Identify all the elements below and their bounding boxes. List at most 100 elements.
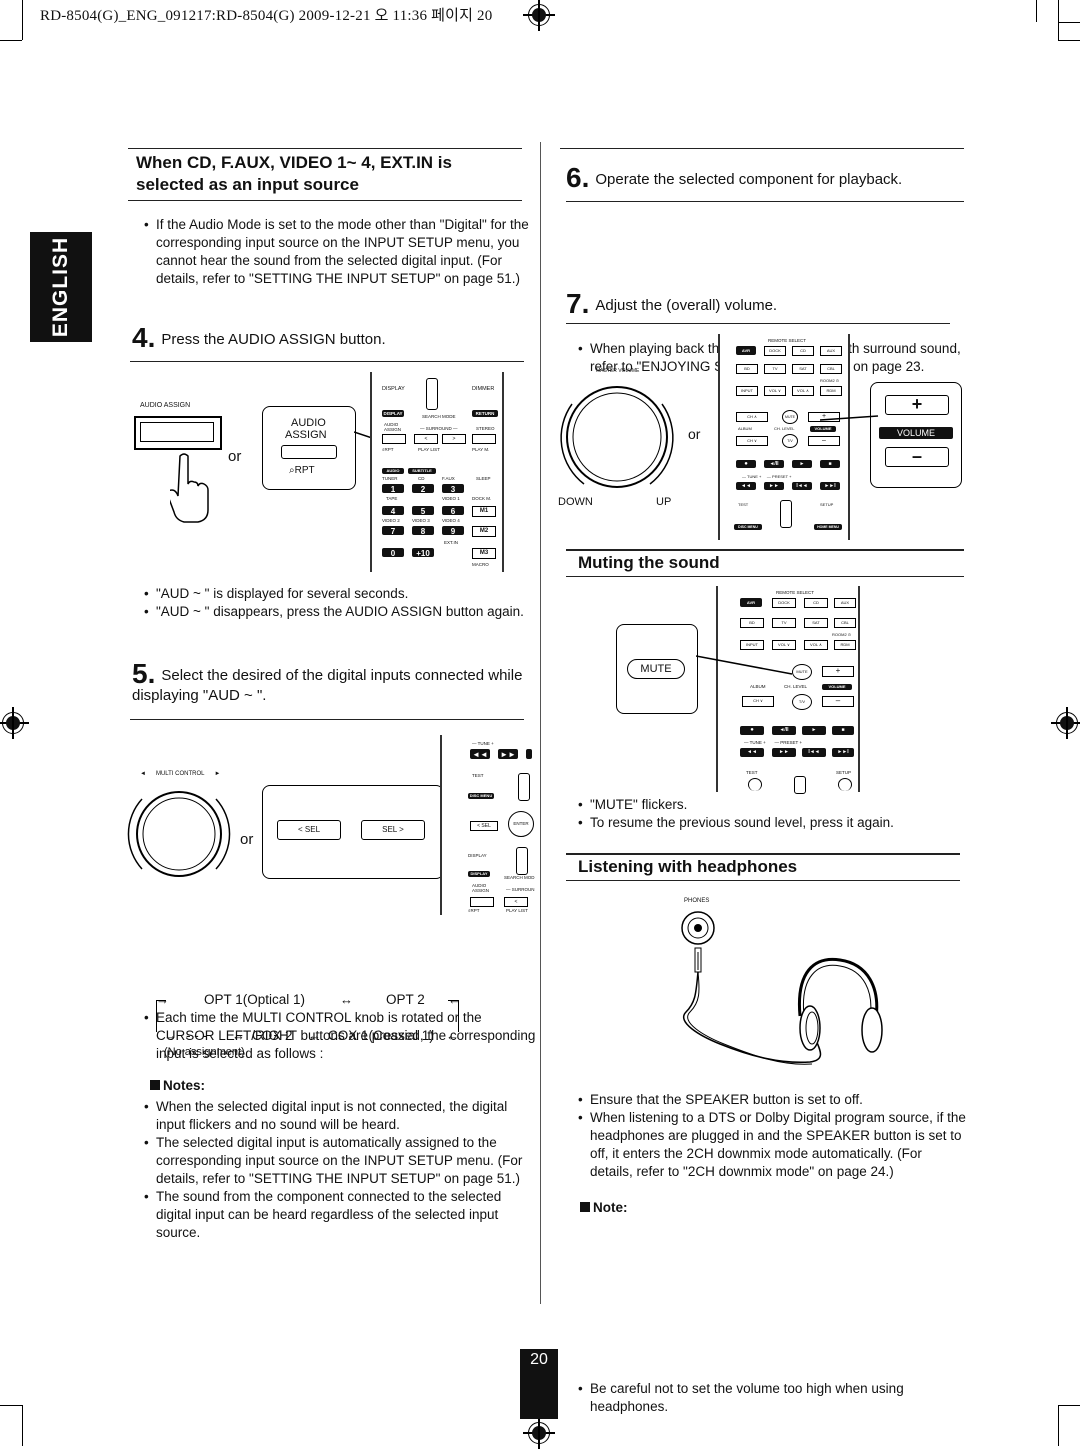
step-5: 5.Select the desired of the digital inpu… (132, 660, 524, 706)
callout-button (281, 445, 337, 459)
callout-audio: AUDIO (291, 417, 326, 429)
note-square-icon (580, 1202, 590, 1212)
crop-mark (22, 1405, 23, 1446)
cycle-none: - - - (186, 1028, 207, 1043)
language-tab: ENGLISH (30, 232, 92, 342)
crop-mark (1058, 1405, 1059, 1446)
section-rule (566, 880, 960, 881)
note-item: The sound from the component connected t… (144, 1188, 530, 1242)
aud-bullets: "AUD ~ " is displayed for several second… (144, 585, 528, 621)
step-rule (566, 201, 964, 202)
step-number: 4. (132, 322, 156, 353)
step-6: 6. Operate the selected component for pla… (566, 162, 966, 194)
notes-list: When the selected digital input is not c… (144, 1098, 530, 1242)
remote-control-section: — TUNE + ◄◄ ►► TEST DISC MENU < SEL ENTE… (440, 735, 535, 915)
note-item: The selected digital input is automatica… (144, 1134, 530, 1188)
step-text: Press the AUDIO ASSIGN button. (161, 331, 386, 348)
figure-multi-control: ◄ MULTI CONTROL ► or < SEL SEL > — TUNE … (120, 735, 535, 935)
step-text: Adjust the (overall) volume. (595, 297, 778, 314)
language-tab-label: ENGLISH (49, 236, 72, 338)
cycle-cox1: COX 1(Coaxial 1) (328, 1028, 434, 1043)
cycle-opt2: OPT 2 (386, 992, 425, 1007)
step-number: 5. (132, 658, 156, 689)
cursor-right-button[interactable]: SEL > (361, 820, 425, 840)
muting-title: Muting the sound (578, 553, 720, 572)
remote-control-section: REMOTE SELECT AVR DOCK CD AUX BD TV SAT … (716, 586, 860, 794)
section-rule (128, 200, 522, 201)
notes-heading: Notes: (150, 1078, 205, 1093)
cycle-arrow: ↔ (340, 992, 353, 1007)
step-rule (566, 323, 950, 324)
figure-mute: REMOTE SELECT AVR DOCK CD AUX BD TV SAT … (616, 586, 866, 794)
master-volume-knob-icon[interactable] (554, 374, 680, 500)
registration-mark-icon (1051, 707, 1080, 739)
section-rule (566, 549, 964, 551)
mute-callout: MUTE (616, 624, 698, 714)
audio-assign-callout: AUDIO ASSIGN ⌕RPT (262, 406, 356, 490)
headphones-bullet: When listening to a DTS or Dolby Digital… (578, 1109, 968, 1181)
volume-up-button[interactable]: + (885, 395, 949, 415)
notes-square-icon (150, 1080, 160, 1090)
callout-rpt: ⌕RPT (289, 465, 315, 476)
crop-mark (1036, 0, 1037, 22)
sel-callout: < SEL SEL > (262, 785, 444, 879)
crop-mark (0, 1405, 22, 1406)
note-item: Be careful not to set the volume too hig… (578, 1380, 980, 1416)
step-rule (130, 719, 524, 720)
crop-mark (0, 40, 22, 41)
intro-bullet: If the Audio Mode is set to the mode oth… (144, 216, 536, 288)
mute-bullet: To resume the previous sound level, pres… (578, 814, 968, 832)
volume-down-button[interactable]: – (885, 447, 949, 467)
step-text: Operate the selected component for playb… (595, 171, 903, 188)
phones-label: PHONES (684, 898, 710, 904)
callout-leader (696, 655, 793, 675)
note-heading: Note: (580, 1200, 628, 1215)
headphones-bullets: Ensure that the SPEAKER button is set to… (578, 1091, 968, 1181)
headphones-title: Listening with headphones (578, 857, 798, 876)
volume-callout: + VOLUME – (870, 382, 962, 488)
or-text: or (228, 448, 242, 465)
headphones-bullet: Ensure that the SPEAKER button is set to… (578, 1091, 968, 1109)
aud-bullet: "AUD ~ " disappears, press the AUDIO ASS… (144, 603, 528, 621)
input-cycle-diagram: → OPT 1(Optical 1) ↔ OPT 2 ← → - - - ↔ C… (156, 992, 461, 1058)
remote-control-section: REMOTE SELECT AVR DOCK CD AUX BD TV SAT … (718, 334, 850, 540)
callout-leader (820, 415, 879, 421)
file-header: RD-8504(G)_ENG_091217:RD-8504(G) 2009-12… (40, 8, 493, 24)
step-7: 7. Adjust the (overall) volume. (566, 288, 966, 320)
multi-control-label: MULTI CONTROL (155, 771, 205, 777)
cycle-arrow: ↔ (232, 1028, 245, 1043)
crop-mark (1058, 0, 1059, 40)
column-divider (540, 142, 541, 1304)
section-rule (560, 148, 964, 149)
figure-volume: MASTER VOLUME or DOWN UP REMOTE SELECT A… (550, 334, 970, 544)
page-number: 20 (520, 1349, 558, 1419)
down-label: DOWN (558, 496, 593, 508)
cycle-bullet: Each time the MULTI CONTROL knob is rota… (144, 1009, 540, 1063)
cursor-left-button[interactable]: < SEL (277, 820, 341, 840)
up-label: UP (656, 496, 672, 508)
mute-bullets: "MUTE" flickers. To resume the previous … (578, 796, 968, 832)
aud-bullet: "AUD ~ " is displayed for several second… (144, 585, 528, 603)
step-number: 6. (566, 162, 590, 193)
figure-audio-assign: AUDIO ASSIGN or AUDIO ASSIGN ⌕RPT DISPLA… (130, 372, 530, 582)
step-number: 7. (566, 288, 590, 319)
section-rule (128, 148, 522, 149)
volume-label: VOLUME (879, 427, 953, 439)
cycle-arrow: ↔ (308, 1028, 321, 1043)
section-rule (566, 853, 960, 855)
mute-button[interactable]: MUTE (627, 659, 685, 679)
multi-control-knob-icon[interactable] (124, 779, 234, 889)
step-text: Select the desired of the digital inputs… (132, 667, 523, 704)
cycle-opt1: OPT 1(Optical 1) (204, 992, 306, 1007)
callout-assign: ASSIGN (285, 429, 327, 441)
cycle-no-assignment: (No assignment) (164, 1046, 245, 1058)
section-rule (566, 576, 964, 577)
pressing-hand-icon (170, 453, 209, 523)
cycle-cox2: COX 2 (252, 1028, 293, 1043)
audio-assign-button[interactable] (134, 416, 222, 450)
mute-bullet: "MUTE" flickers. (578, 796, 968, 814)
note-item: When the selected digital input is not c… (144, 1098, 530, 1134)
crop-mark (1058, 22, 1080, 23)
or-text: or (688, 426, 701, 442)
headphones-icon (681, 911, 883, 1065)
